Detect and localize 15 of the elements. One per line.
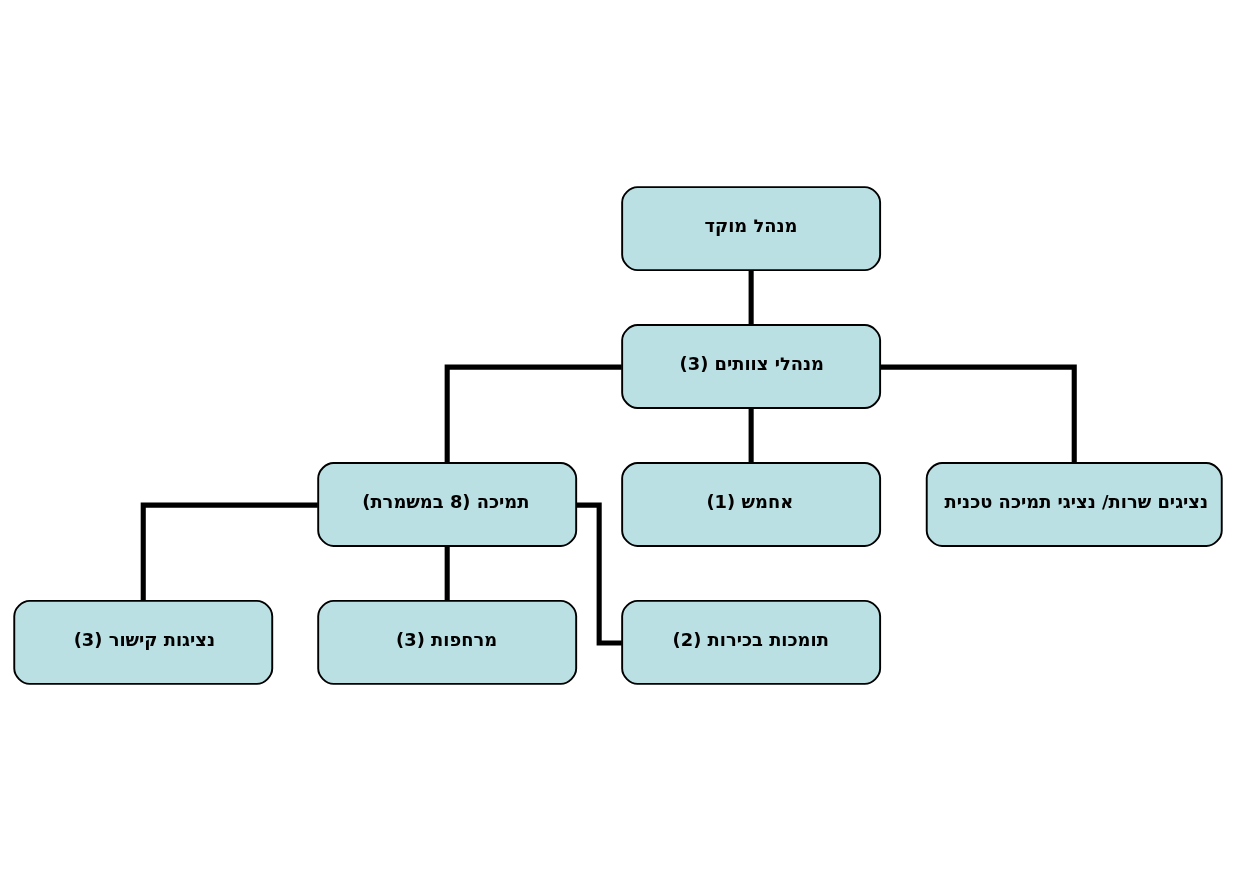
connector [444,364,622,463]
connector [576,502,622,646]
node-box: אחמש (1) [621,461,882,547]
connector [140,502,318,601]
connector [880,364,1077,463]
connector [748,407,754,463]
node-box: מנהלי צוותים (3) [621,323,882,409]
node-box: מנהל מוקד [621,185,882,271]
node-box: נציגים שרות/ נציגי תמיכה טכנית [925,461,1223,547]
node-box: תומכות בכירות (2) [621,599,882,685]
node-box: תמיכה (8 במשמרת) [317,461,578,547]
connector [444,545,450,601]
connector [748,269,754,325]
node-box: מרחפות (3) [317,599,578,685]
node-box: נציגות קישור (3) [13,599,274,685]
